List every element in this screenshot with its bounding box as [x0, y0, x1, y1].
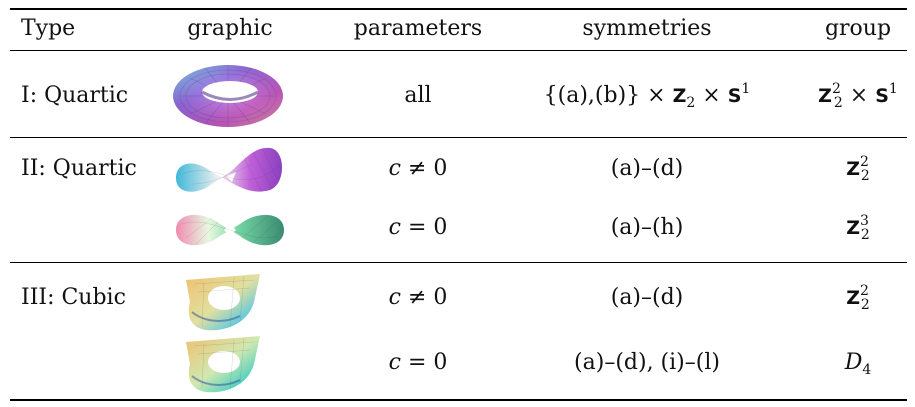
top-rule: [10, 8, 907, 10]
row-3b-group-d: D: [844, 350, 863, 375]
figure-eight-surface-icon: [176, 147, 282, 193]
row-separator-2: [10, 262, 907, 263]
header-rule: [10, 50, 907, 51]
cubic-surface-symmetric-icon: [186, 336, 260, 393]
torus-icon: [173, 65, 283, 127]
cubic-surface-icon: [186, 274, 260, 331]
header-graphic: graphic: [187, 16, 273, 41]
header-group: group: [824, 16, 892, 41]
row-3-type: III: Cubic: [21, 285, 126, 310]
row-1-type: I: Quartic: [21, 83, 129, 108]
row-2-type: II: Quartic: [21, 156, 137, 181]
row-2b-symmetries: (a)–(h): [610, 215, 684, 240]
row-2a-symmetries: (a)–(d): [610, 156, 684, 181]
row-1-symmetries: {(a),(b)} × Z2 × S1: [543, 81, 751, 111]
row-2b-parameters: c = 0: [388, 215, 448, 240]
row-3b-group: D4: [844, 350, 872, 378]
row-1-symmetries-prefix: {(a),(b)} ×: [543, 83, 673, 108]
row-3b-group-d-sub: 4: [862, 362, 872, 378]
row-1-group: Z22 × S1: [818, 81, 898, 111]
symmetric-figure-eight-surface-icon: [176, 214, 284, 246]
row-3a-symmetries: (a)–(d): [610, 285, 684, 310]
header-parameters: parameters: [353, 16, 483, 41]
header-type: Type: [21, 16, 76, 41]
bottom-rule: [10, 399, 907, 401]
row-1-parameters: all: [404, 83, 432, 108]
row-3a-parameters: c ≠ 0: [388, 285, 448, 310]
row-separator-1: [10, 137, 907, 138]
row-2a-parameters: c ≠ 0: [388, 156, 448, 181]
row-3b-parameters: c = 0: [388, 350, 448, 375]
row-2b-group: Z32: [846, 213, 870, 243]
row-3b-symmetries: (a)–(d), (i)–(l): [574, 350, 720, 375]
row-3a-group: Z22: [846, 283, 870, 313]
row-2a-group: Z22: [846, 154, 870, 184]
header-symmetries: symmetries: [582, 16, 712, 41]
